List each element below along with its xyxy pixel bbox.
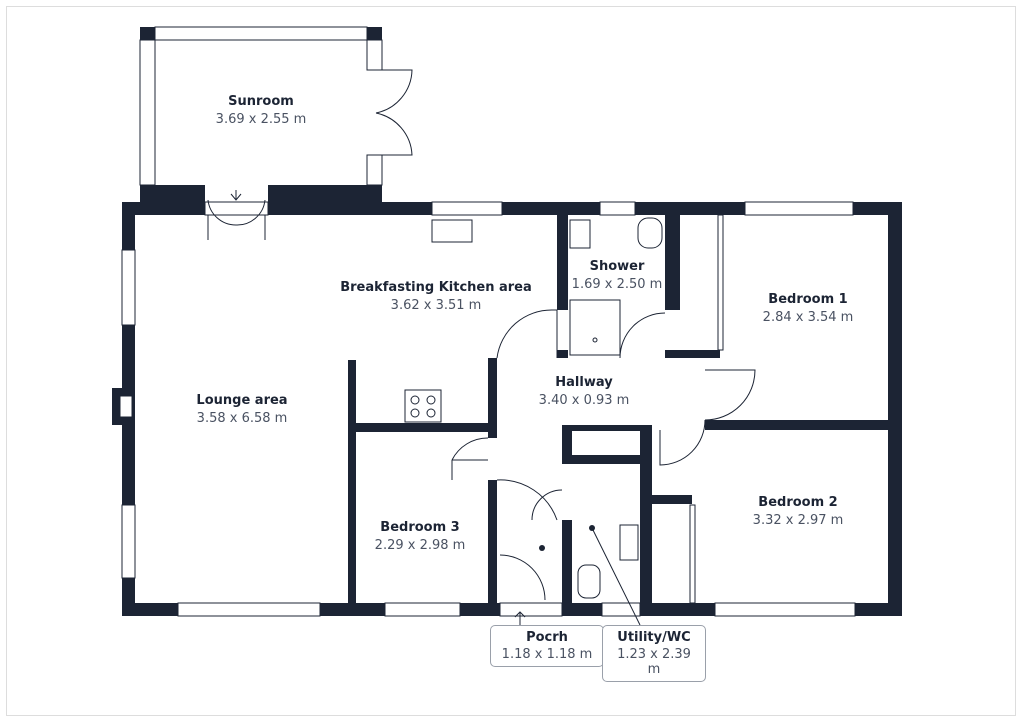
room-name: Pocrh	[526, 630, 568, 645]
room-dims: 3.32 x 2.97 m	[752, 513, 844, 528]
room-dims: 2.84 x 3.54 m	[762, 310, 854, 325]
room-label-porch: Pocrh 1.18 x 1.18 m	[490, 625, 604, 667]
room-name: Bedroom 3	[380, 520, 460, 535]
room-dims: 3.40 x 0.93 m	[538, 393, 630, 408]
room-name: Breakfasting Kitchen area	[340, 280, 532, 295]
room-dims: 3.69 x 2.55 m	[215, 112, 307, 127]
room-dims: 3.62 x 3.51 m	[390, 298, 482, 313]
room-name: Hallway	[555, 375, 613, 390]
sunroom-walls	[139, 26, 413, 202]
room-label-shower: Shower 1.69 x 2.50 m	[572, 259, 663, 292]
room-name: Sunroom	[228, 94, 294, 109]
room-dims: 3.58 x 6.58 m	[196, 411, 288, 426]
room-name: Shower	[589, 259, 645, 274]
room-label-lounge: Lounge area 3.58 x 6.58 m	[196, 393, 287, 426]
room-name: Bedroom 2	[758, 495, 838, 510]
interior-walls	[348, 215, 902, 603]
room-name: Bedroom 1	[768, 292, 848, 307]
room-label-sunroom: Sunroom 3.69 x 2.55 m	[216, 94, 307, 127]
room-label-utility: Utility/WC 1.23 x 2.39 m	[602, 625, 706, 682]
room-dims: 1.69 x 2.50 m	[571, 277, 663, 292]
room-name: Lounge area	[196, 393, 288, 408]
room-name: Utility/WC	[617, 630, 691, 645]
room-label-bedroom-3: Bedroom 3 2.29 x 2.98 m	[375, 520, 466, 553]
doors-fixtures	[404, 214, 756, 626]
room-label-kitchen: Breakfasting Kitchen area 3.62 x 3.51 m	[340, 280, 532, 313]
room-label-hallway: Hallway 3.40 x 0.93 m	[539, 375, 630, 408]
outer-walls	[112, 190, 902, 617]
room-label-bedroom-2: Bedroom 2 3.32 x 2.97 m	[753, 495, 844, 528]
room-dims: 1.23 x 2.39 m	[617, 647, 691, 677]
room-dims: 2.29 x 2.98 m	[374, 538, 466, 553]
page-frame	[6, 6, 1016, 716]
room-label-bedroom-1: Bedroom 1 2.84 x 3.54 m	[763, 292, 854, 325]
room-dims: 1.18 x 1.18 m	[501, 647, 593, 662]
